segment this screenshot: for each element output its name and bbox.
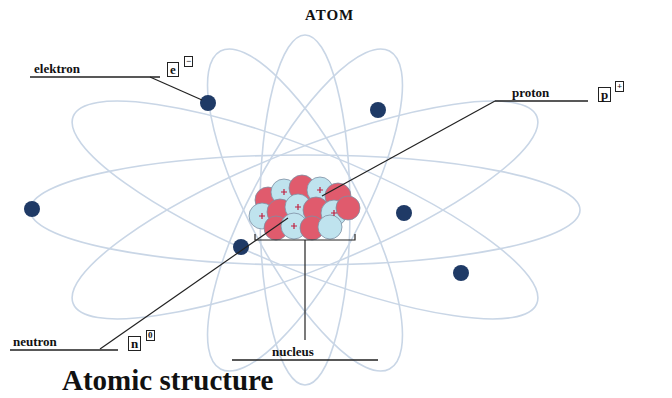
- leader-line: [304, 240, 305, 340]
- orbit: [51, 61, 560, 360]
- orbit: [51, 61, 560, 360]
- caption: Atomic structure: [62, 366, 273, 395]
- orbit: [172, 25, 438, 395]
- part-label: proton: [512, 86, 549, 99]
- charge-symbol: +: [615, 81, 624, 92]
- orbits: [30, 25, 580, 395]
- part-label: neutron: [13, 335, 57, 348]
- part-label: nucleus: [272, 345, 314, 358]
- leader-line: [100, 218, 288, 349]
- label-underline: [10, 77, 588, 360]
- particle-symbol: n: [128, 336, 141, 351]
- charge-marks: [259, 187, 337, 229]
- nucleus-bracket: [255, 234, 355, 240]
- leader-line: [150, 77, 202, 100]
- orbit: [172, 25, 438, 395]
- electrons: [24, 95, 469, 281]
- leader-line: [322, 101, 495, 196]
- part-label: elektron: [34, 62, 80, 75]
- title: ATOM: [305, 8, 354, 23]
- particle-symbol: p: [598, 87, 611, 102]
- particle-symbol: e: [167, 62, 179, 77]
- leader-lines: [10, 77, 588, 360]
- charge-symbol: −: [184, 56, 193, 67]
- charge-symbol: 0: [146, 330, 155, 341]
